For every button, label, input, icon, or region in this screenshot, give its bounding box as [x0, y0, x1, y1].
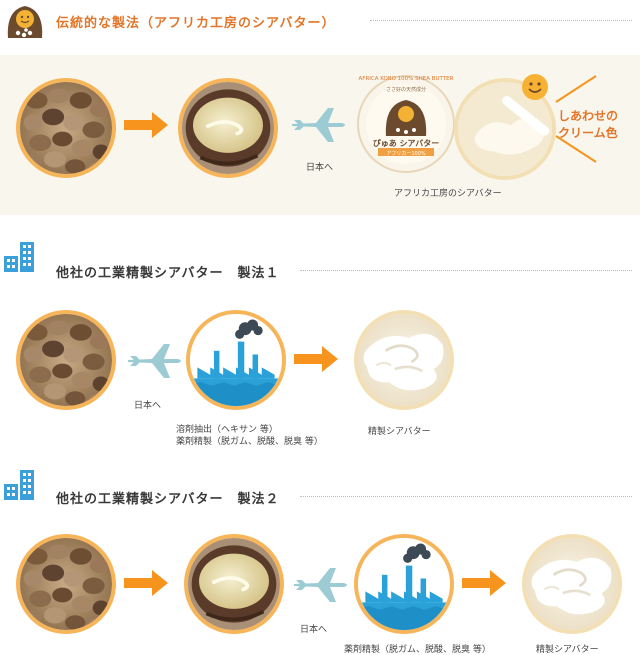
result-caption: 精製シアバター: [536, 645, 599, 655]
plane-caption: 日本へ: [134, 401, 162, 411]
refined-butter-image: [354, 310, 454, 410]
factory-image: [354, 534, 454, 634]
section2-title: 他社の工業精製シアバター 製法１: [56, 266, 280, 281]
divider: [300, 270, 632, 271]
arrow-icon: [462, 570, 506, 596]
shea-nuts-image: [16, 310, 116, 410]
callout-line-1: しあわせの: [558, 109, 619, 123]
product-arc-text: AFRICA KOBO 100% SHEA BUTTER: [358, 76, 454, 82]
handmade-butter-bowl-image: [178, 78, 278, 178]
section3-title: 他社の工業精製シアバター 製法２: [56, 492, 280, 507]
divider: [370, 20, 632, 21]
plane-caption: 日本へ: [300, 625, 328, 635]
product-tagline: ささ好の天然成分: [385, 87, 426, 93]
factory-caption-line-1: 溶剤抽出（ヘキサン 等）: [176, 425, 278, 435]
factory-image: [186, 310, 286, 410]
divider: [300, 496, 632, 497]
factory-caption: 薬剤精製（脱ガム、脱酸、脱臭 等）: [344, 645, 491, 655]
callout-text: しあわせの クリーム色: [558, 108, 618, 142]
ray-lines: [555, 75, 597, 163]
cream-closeup-image: [454, 78, 556, 180]
smiley-icon: [522, 74, 548, 100]
building-icon: [4, 470, 34, 500]
arrow-icon: [124, 570, 168, 596]
plane-caption: 日本へ: [306, 163, 334, 173]
shea-nuts-image: [16, 78, 116, 178]
building-icon: [4, 242, 34, 272]
factory-caption-line-2: 薬剤精製（脱ガム、脱酸、脱臭 等）: [176, 437, 323, 447]
airplane-icon: [294, 568, 347, 602]
handmade-butter-bowl-image: [184, 534, 284, 634]
airplane-icon: [128, 344, 181, 378]
callout-line-2: クリーム色: [558, 126, 618, 140]
product-name: ぴゅあ シアバター: [372, 139, 440, 148]
result-caption: 精製シアバター: [368, 427, 431, 437]
arrow-icon: [294, 346, 338, 372]
mascot-icon: [7, 6, 43, 38]
refined-butter-image: [522, 534, 622, 634]
arrow-icon: [124, 112, 168, 138]
product-sub: アフリカー100%: [386, 151, 426, 157]
shea-nuts-image: [16, 534, 116, 634]
factory-caption: 溶剤抽出（ヘキサン 等） 薬剤精製（脱ガム、脱酸、脱臭 等）: [176, 424, 323, 448]
airplane-icon: [292, 108, 345, 142]
product-caption: アフリカ工房のシアバター: [394, 189, 502, 199]
section1-title: 伝統的な製法（アフリカ工房のシアバター）: [56, 16, 336, 31]
